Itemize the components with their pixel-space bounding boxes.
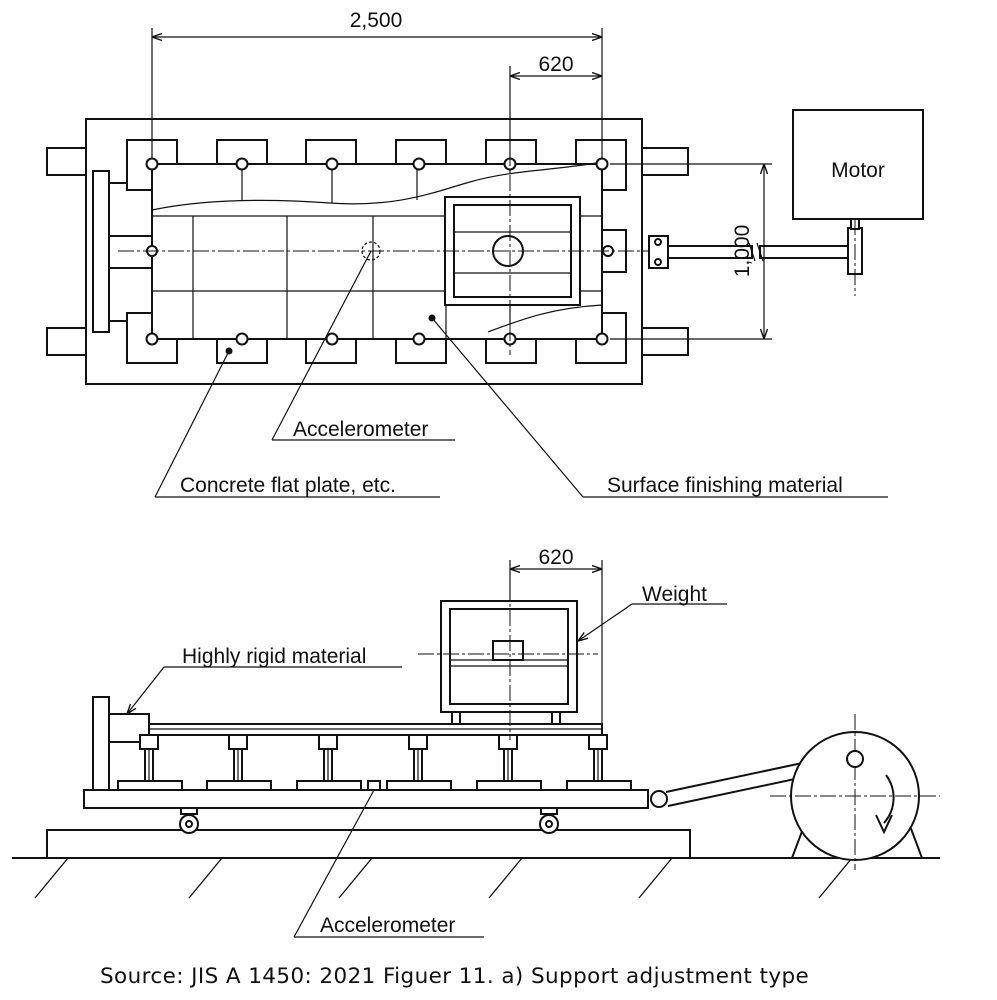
plan-center-lines — [118, 150, 650, 355]
ground-hatching — [12, 857, 940, 899]
accelerometer-side-label: Accelerometer — [320, 914, 455, 937]
plan-base-frame — [85, 118, 643, 385]
surface-finishing-label: Surface finishing material — [607, 474, 843, 497]
concrete-plate-label: Concrete flat plate, etc. — [180, 474, 396, 497]
dim-2500-label: 2,500 — [350, 9, 403, 32]
weight-label: Weight — [642, 583, 707, 606]
plan-leaders — [154, 250, 888, 498]
dim-2500 — [151, 28, 603, 158]
plan-side-stubs — [46, 147, 689, 356]
plan-shaft-coupling — [648, 218, 863, 296]
side-rigid-plate — [92, 696, 110, 791]
side-weight — [440, 600, 578, 725]
accelerometer-top-label: Accelerometer — [293, 418, 428, 441]
source-caption: Source: JIS A 1450: 2021 Figuer 11. a) S… — [100, 964, 809, 989]
dim-620-side — [509, 560, 603, 724]
dim-620-side-label: 620 — [538, 546, 573, 569]
side-motor — [770, 714, 940, 870]
plan-view — [46, 28, 924, 498]
dim-620-top — [509, 66, 602, 158]
plan-bolt-holes — [145, 157, 614, 346]
side-casters — [179, 807, 559, 834]
dim-1000 — [610, 163, 772, 340]
side-accelerometer — [367, 780, 381, 791]
side-lower-base — [46, 829, 691, 859]
highly-rigid-label: Highly rigid material — [182, 645, 366, 668]
side-support-screws — [139, 734, 608, 782]
motor-box — [792, 109, 924, 220]
dim-620-top-label: 620 — [538, 53, 573, 76]
motor-label: Motor — [831, 159, 885, 182]
side-leaders — [127, 603, 727, 938]
plan-rigid-plate — [92, 170, 110, 333]
dim-1000-label: 1,000 — [731, 225, 754, 278]
elevation-view — [12, 560, 940, 938]
side-carriage — [83, 789, 649, 809]
